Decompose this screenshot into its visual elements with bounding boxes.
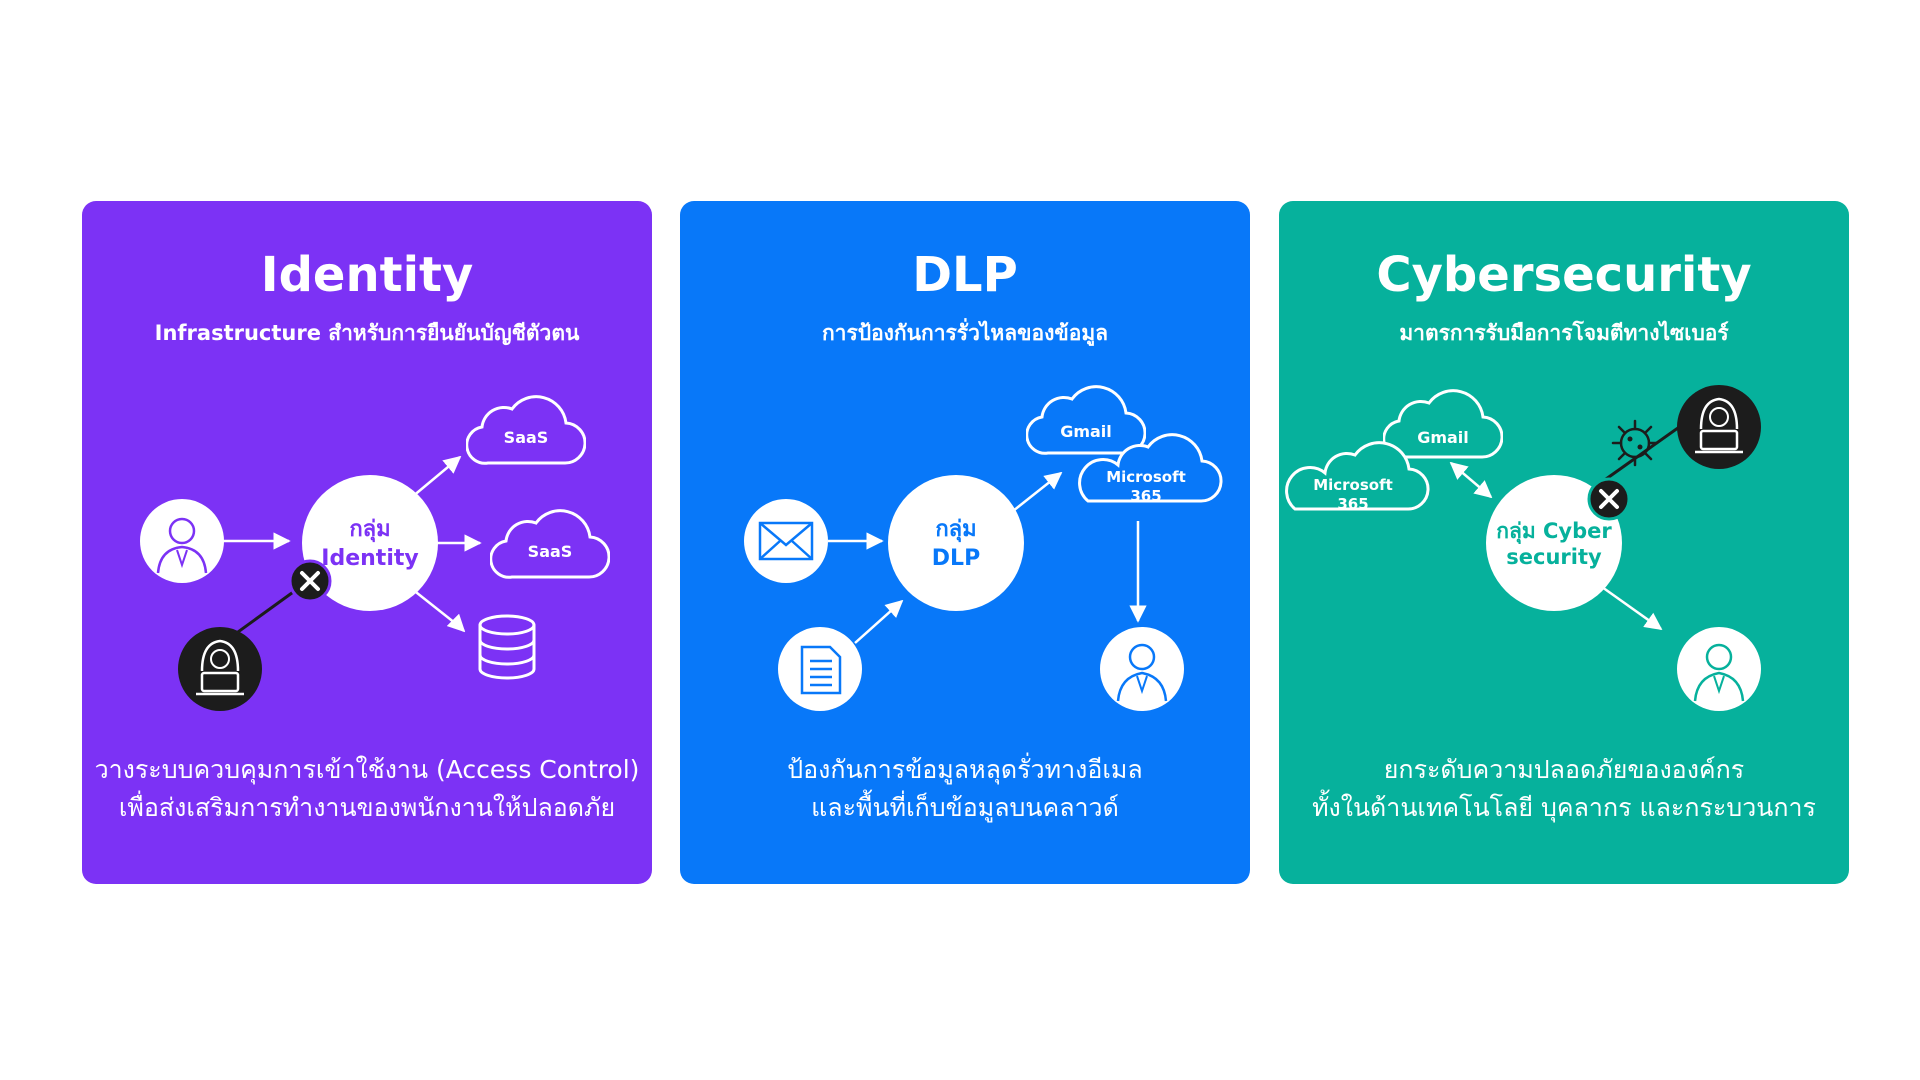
center-label-1: กลุ่ม Cyber [1496, 519, 1612, 545]
description-line: วางระบบควบคุมการเข้าใช้งาน (Access Contr… [94, 755, 640, 784]
cloud-label: SaaS [504, 428, 549, 447]
cybersecurity-diagram: กลุ่ม Cyber security Gmail Microsoft 365 [1279, 351, 1849, 751]
hacker-icon [1677, 385, 1761, 469]
center-label-2: Identity [321, 546, 418, 571]
card-subtitle: Infrastructure สำหรับการยืนยันบัญชีตัวตน [154, 321, 580, 345]
card-subtitle: การป้องกันการรั่วไหลของข้อมูล [821, 321, 1109, 345]
microsoft-365-cloud-icon: Microsoft 365 [1285, 441, 1430, 513]
cloud-label: Gmail [1417, 428, 1469, 447]
blocked-icon [1587, 477, 1631, 521]
identity-card: Identity Infrastructure สำหรับการยืนยันบ… [82, 201, 652, 884]
dlp-diagram: กลุ่ม DLP Gmail Microsoft 365 [680, 351, 1250, 751]
arrow [1012, 471, 1063, 512]
email-icon [744, 499, 828, 583]
microsoft-365-cloud-icon: Microsoft 365 [1078, 433, 1223, 505]
cloud-label: Microsoft [1106, 468, 1186, 486]
card-description: ป้องกันการข้อมูลหลุดรั่วทางอีเมล และพื้น… [690, 751, 1240, 826]
cloud-label: SaaS [528, 542, 573, 561]
cloud-label: Microsoft [1313, 476, 1393, 494]
arrow [1449, 461, 1493, 499]
card-subtitle: มาตรการรับมือการโจมตีทางไซเบอร์ [1399, 321, 1729, 345]
cloud-label: 365 [1130, 487, 1161, 505]
description-line: ทั้งในด้านเทคโนโลยี บุคลากร และกระบวนการ [1312, 792, 1816, 822]
gmail-cloud-icon: Gmail [1026, 385, 1146, 455]
saas-cloud-icon: SaaS [490, 509, 610, 579]
center-label-2: security [1506, 545, 1602, 569]
identity-group-node: กลุ่ม Identity [302, 475, 438, 611]
user-icon [1100, 627, 1184, 711]
description-line: เพื่อส่งเสริมการทำงานของพนักงานให้ปลอดภั… [118, 792, 616, 822]
arrow [446, 613, 466, 633]
database-icon [478, 614, 536, 680]
center-label-1: กลุ่ม [349, 517, 390, 543]
arrow [411, 455, 462, 498]
hacker-icon [178, 627, 262, 711]
cybersecurity-group-node: กลุ่ม Cyber security [1486, 475, 1622, 611]
description-line: และพื้นที่เก็บข้อมูลบนคลาวด์ [811, 792, 1119, 822]
arrow [1601, 585, 1663, 631]
saas-cloud-icon: SaaS [466, 395, 586, 465]
virus-icon [1611, 419, 1659, 467]
description-line: ป้องกันการข้อมูลหลุดรั่วทางอีเมล [787, 755, 1143, 784]
document-icon [778, 627, 862, 711]
user-icon [140, 499, 224, 583]
arrow [854, 599, 904, 644]
gmail-cloud-icon: Gmail [1383, 389, 1503, 459]
blocked-icon [288, 559, 332, 603]
center-label-1: กลุ่ม [935, 517, 976, 543]
user-icon [1677, 627, 1761, 711]
cloud-label: Gmail [1060, 422, 1112, 441]
card-title: Identity [260, 247, 474, 303]
cybersecurity-card: Cybersecurity มาตรการรับมือการโจมตีทางไซ… [1279, 201, 1849, 884]
dlp-group-node: กลุ่ม DLP [888, 475, 1024, 611]
identity-diagram: กลุ่ม Identity [82, 351, 652, 751]
arrow [411, 588, 461, 628]
cloud-label: 365 [1337, 495, 1368, 513]
center-label-2: DLP [932, 546, 980, 571]
card-title: Cybersecurity [1376, 247, 1752, 303]
card-description: วางระบบควบคุมการเข้าใช้งาน (Access Contr… [92, 751, 642, 826]
dlp-card: DLP การป้องกันการรั่วไหลของข้อมูล กลุ่ม … [680, 201, 1250, 884]
card-description: ยกระดับความปลอดภัยขององค์กร ทั้งในด้านเท… [1289, 751, 1839, 826]
card-title: DLP [912, 247, 1018, 303]
description-line: ยกระดับความปลอดภัยขององค์กร [1383, 755, 1745, 784]
